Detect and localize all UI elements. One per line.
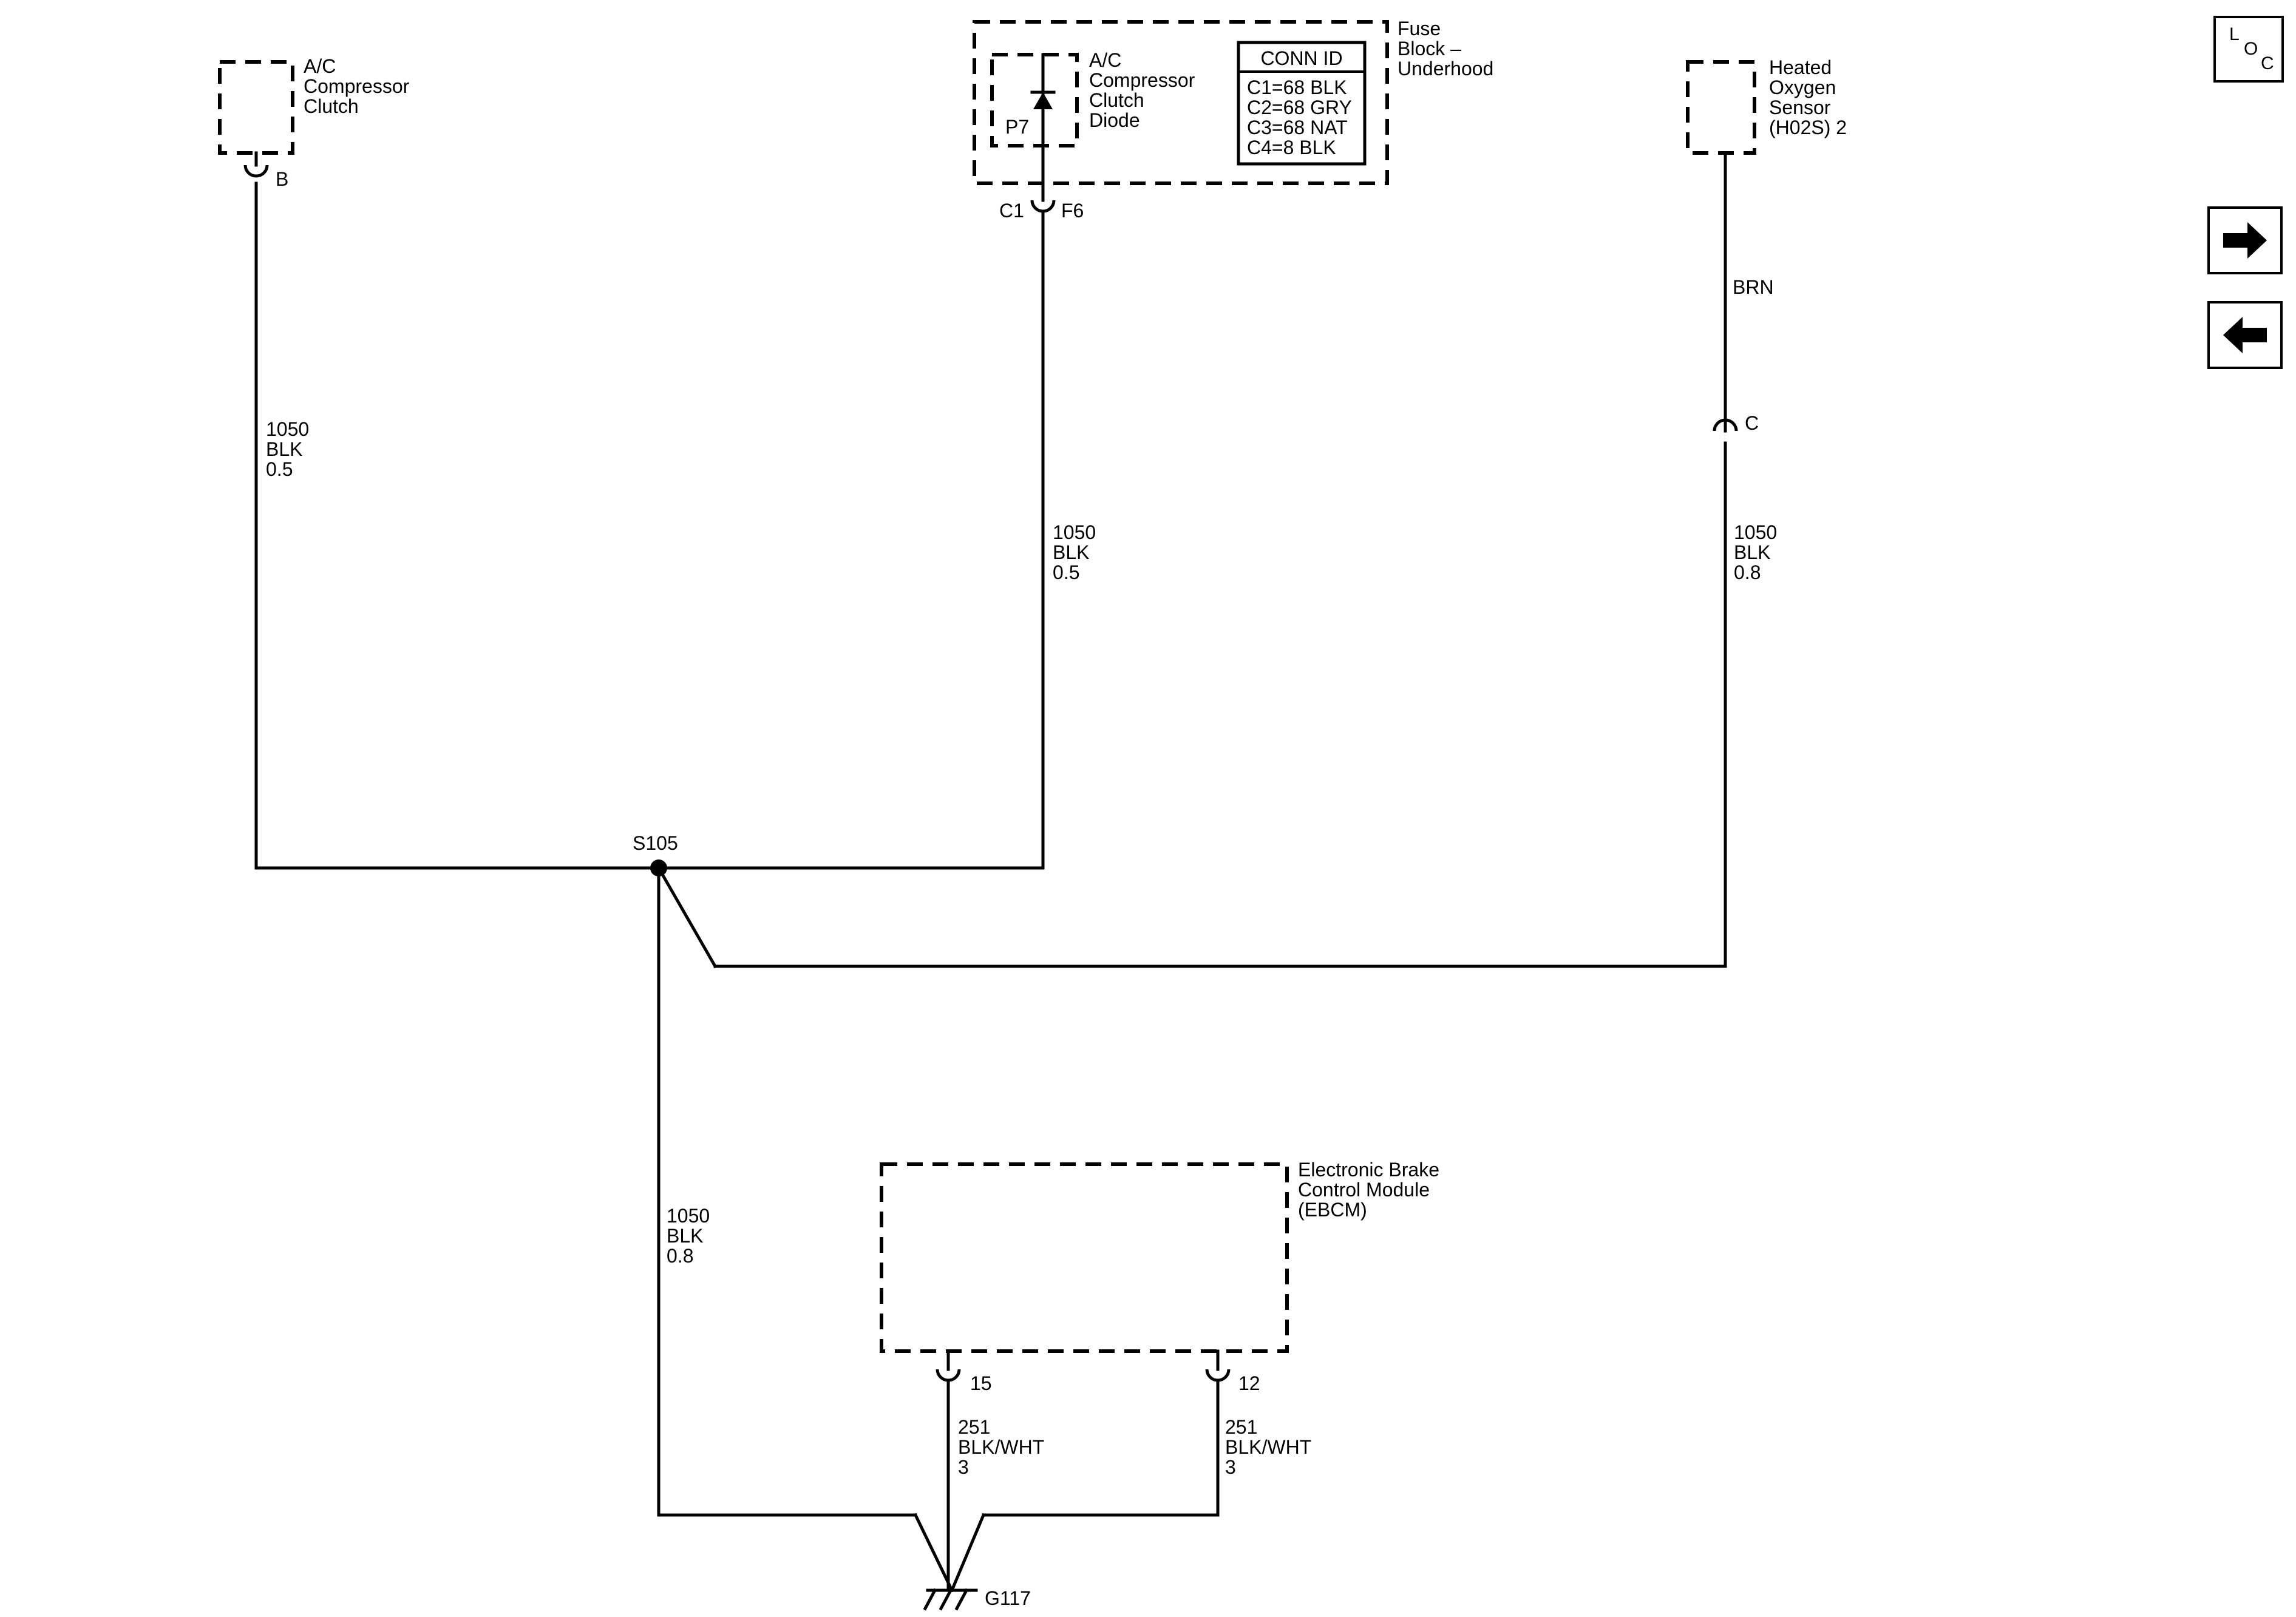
loc-letter-l: L (2229, 24, 2240, 44)
h02s-label: Heated (1769, 56, 1832, 78)
ebcm-label: Electronic Brake (1298, 1159, 1439, 1181)
h02s-wire-color: BRN (1733, 276, 1774, 298)
wire-ebcm15-label: 3 (958, 1456, 969, 1478)
ac-clutch-label: Clutch (304, 95, 359, 117)
diode-label: A/C (1089, 49, 1121, 71)
fuse-block-label: Block – (1398, 38, 1461, 59)
wire-ground-label: BLK (667, 1225, 703, 1247)
ac-clutch-diode-box[interactable] (990, 53, 1079, 147)
h02s-inline-pin: C (1745, 412, 1759, 434)
wire-ebcm15-label: BLK/WHT (958, 1436, 1044, 1458)
wire-clutch-label: 0.5 (266, 458, 293, 480)
h02s-label: Sensor (1769, 97, 1831, 118)
wire-h02s-label: 0.8 (1734, 561, 1761, 583)
diode-label: Diode (1089, 109, 1140, 131)
wire-ebcm15-label: 251 (958, 1416, 990, 1438)
ac-compressor-clutch-box[interactable] (218, 60, 294, 155)
ac-clutch-pin: B (276, 168, 288, 190)
location-view-button[interactable]: L O C (2213, 16, 2284, 83)
conn-id-row: C2=68 GRY (1247, 97, 1352, 118)
ebcm-label: Control Module (1298, 1179, 1430, 1201)
ac-clutch-label: Compressor (304, 75, 410, 97)
diode-label: Compressor (1089, 69, 1195, 91)
wire-diode-label: 1050 (1053, 521, 1096, 543)
h02s-label: (H02S) 2 (1769, 117, 1847, 138)
splice-s105-dot[interactable] (650, 859, 667, 876)
fuse-block-label: Underhood (1398, 58, 1493, 80)
ebcm-label: (EBCM) (1298, 1199, 1367, 1221)
splice-label: S105 (633, 832, 678, 854)
ac-clutch-label: A/C (304, 55, 336, 77)
right-arrow-icon (2223, 222, 2267, 259)
previous-page-button[interactable] (2207, 301, 2283, 369)
h02s-label: Oxygen (1769, 76, 1836, 98)
diode-symbol (1030, 53, 1056, 147)
wire-diode-label: 0.5 (1053, 561, 1079, 583)
ebcm-box[interactable] (880, 1162, 1289, 1353)
fuse-block-box[interactable] (973, 20, 1389, 185)
wire-ebcm12-label: BLK/WHT (1225, 1436, 1311, 1458)
left-arrow-icon (2223, 317, 2267, 353)
wire-ebcm12-label: 251 (1225, 1416, 1257, 1438)
loc-letter-c: C (2261, 53, 2274, 73)
wire-clutch-label: BLK (266, 438, 302, 460)
wires (254, 144, 1727, 1593)
connector-symbols (243, 151, 1738, 1382)
h02s-box[interactable] (1686, 60, 1756, 155)
diode-label: Clutch (1089, 89, 1144, 111)
fuse-block-connector-label: C1 (999, 200, 1024, 222)
conn-id-row: C3=68 NAT (1247, 117, 1348, 138)
wire-clutch-label: 1050 (266, 418, 309, 440)
next-page-button[interactable] (2207, 206, 2283, 274)
ground-label: G117 (985, 1587, 1031, 1609)
wire-ground-label: 0.8 (667, 1245, 693, 1267)
fuse-block-pin-label: F6 (1061, 200, 1084, 222)
conn-id-title: CONN ID (1260, 47, 1342, 69)
wire-h02s-label: 1050 (1734, 521, 1777, 543)
ebcm-pin-12: 12 (1238, 1372, 1260, 1394)
fuse-block-label: Fuse (1398, 18, 1441, 39)
conn-id-table: CONN ID C1=68 BLK C2=68 GRY C3=68 NAT C4… (1237, 41, 1367, 166)
wire-ebcm12-label: 3 (1225, 1456, 1236, 1478)
wire-diode-label: BLK (1053, 541, 1089, 563)
ebcm-pin-15: 15 (970, 1372, 992, 1394)
conn-id-row: C1=68 BLK (1247, 76, 1347, 98)
loc-letter-o: O (2244, 39, 2258, 59)
wire-ground-label: 1050 (667, 1205, 710, 1227)
wire-h02s-label: BLK (1734, 541, 1770, 563)
ground-symbol (923, 1588, 978, 1611)
diode-ref-label: P7 (1005, 116, 1029, 138)
conn-id-row: C4=8 BLK (1247, 137, 1336, 158)
